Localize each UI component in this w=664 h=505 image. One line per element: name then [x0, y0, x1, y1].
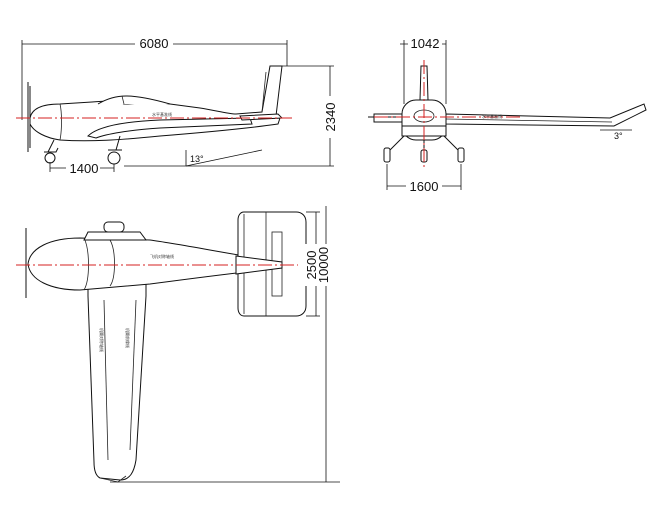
side-tail-angle-line — [185, 149, 263, 167]
front-dihedral-label: 3° — [614, 131, 623, 141]
front-track-label: 1600 — [410, 179, 439, 194]
front-left-wing — [373, 113, 403, 123]
front-body-label: 水平基准线 — [482, 113, 502, 119]
top-body-label: 飞机对称轴线 — [150, 253, 174, 259]
top-wing-label-2: 机翼前缘线 — [125, 328, 131, 348]
top-wing-label-1: 机翼对称轴线 — [99, 328, 105, 352]
top-tail-span-label: 2500 — [304, 251, 319, 280]
front-right-gear — [443, 135, 459, 151]
side-tail-angle-label: 13° — [190, 154, 204, 164]
front-width-label: 1042 — [411, 36, 440, 51]
front-left-gear — [389, 135, 405, 151]
side-main-gear — [115, 135, 121, 151]
side-gear-label: 1400 — [70, 161, 99, 176]
top-canopy — [103, 221, 125, 233]
side-length-label: 6080 — [140, 36, 169, 51]
top-wingspan-label: 10000 — [316, 247, 331, 283]
front-right-wing — [445, 103, 647, 127]
side-body-label: 水平基准线 — [152, 111, 172, 117]
side-wing — [87, 117, 253, 139]
front-view: 1042 水平基准线 3° 1600 — [368, 36, 647, 194]
side-nose-gear — [47, 139, 55, 153]
side-view: 6080 2340 水平基准线 — [16, 36, 338, 176]
side-canopy — [97, 95, 171, 105]
top-view: 飞机对称轴线 机翼对称轴线 机翼前缘线 2500 10000 — [16, 206, 340, 483]
side-height-label: 2340 — [323, 103, 338, 132]
